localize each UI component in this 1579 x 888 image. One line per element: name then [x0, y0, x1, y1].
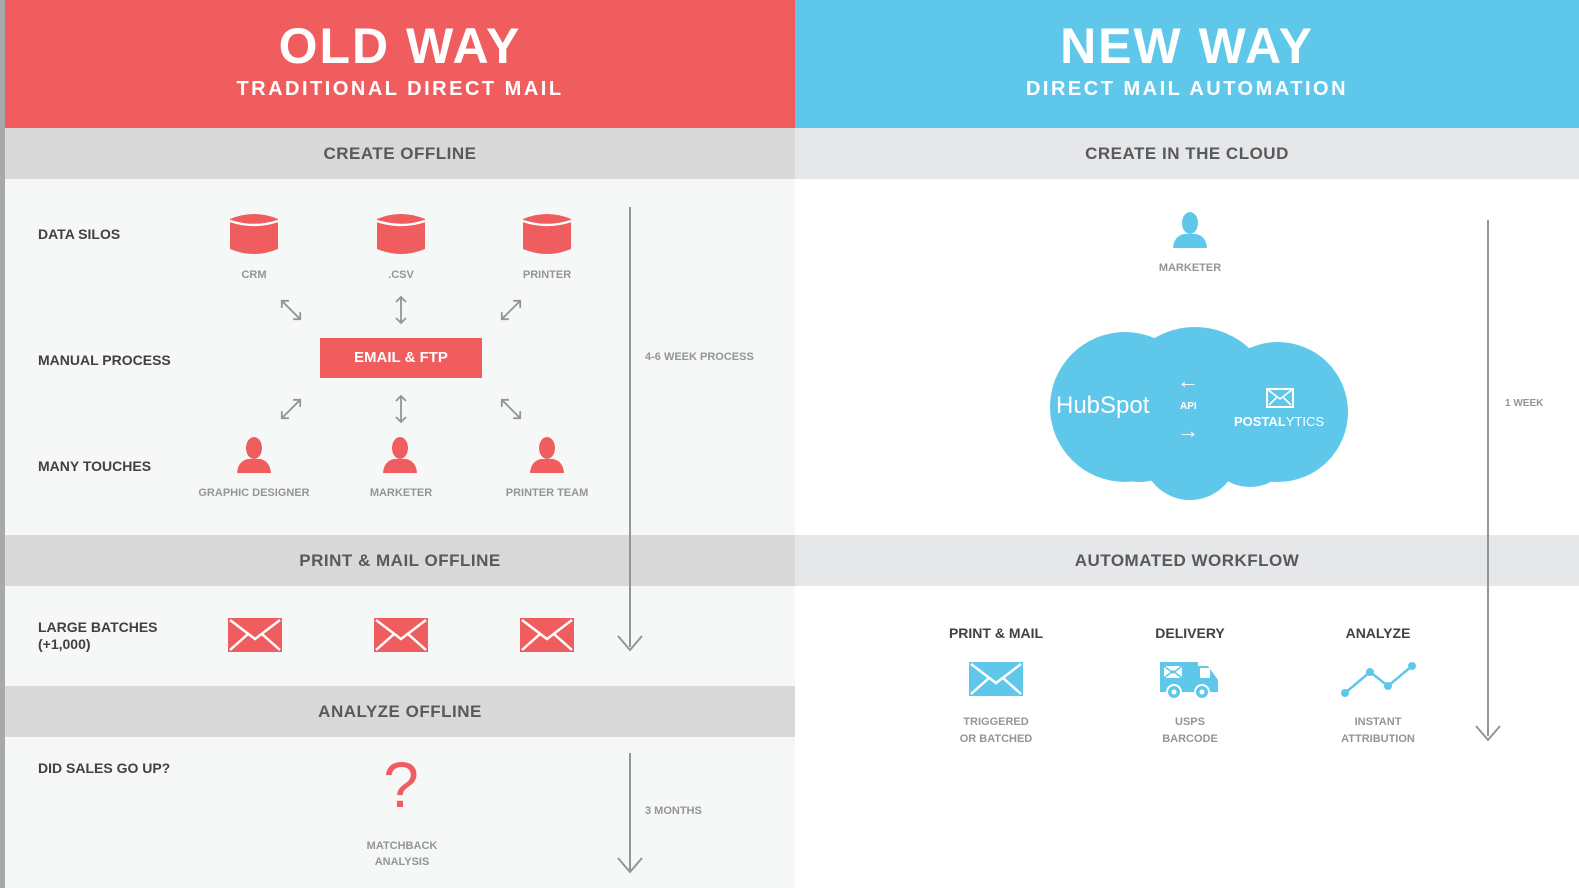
matchback-line1: MATCHBACK	[366, 840, 438, 852]
envelope-icon	[228, 618, 282, 652]
new-way-subtitle: DIRECT MAIL AUTOMATION	[1025, 78, 1349, 100]
left-edge-strip	[0, 0, 5, 888]
duration-1-week: 1 WEEK	[1505, 398, 1544, 409]
person-icon	[1170, 212, 1210, 248]
line-chart-icon	[1341, 662, 1416, 697]
old-way-title: OLD WAY	[278, 18, 522, 74]
step-print-mail-title: PRINT & MAIL	[948, 625, 1044, 641]
silo-csv: .CSV	[388, 269, 414, 281]
arrow-left-icon: ←	[1177, 368, 1199, 393]
postalytics-rest: YTICS	[1285, 414, 1325, 429]
label-did-sales-go-up: DID SALES GO UP?	[38, 760, 171, 776]
api-label: API	[1180, 401, 1197, 412]
postalytics-envelope-icon	[1266, 388, 1294, 408]
step-analyze-title: ANALYZE	[1345, 625, 1411, 641]
old-way-subtitle: TRADITIONAL DIRECT MAIL	[236, 78, 564, 100]
silo-crm: CRM	[241, 269, 267, 281]
postalytics-logo: POSTALYTICS	[1234, 414, 1324, 429]
new-way-header: NEW WAY DIRECT MAIL AUTOMATION	[795, 0, 1579, 128]
matchback-line2: ANALYSIS	[374, 856, 430, 868]
database-icon	[229, 212, 279, 256]
marketer-label: MARKETER	[1158, 262, 1222, 274]
double-arrow-icon	[386, 394, 416, 424]
band-analyze-offline: ANALYZE OFFLINE	[5, 686, 795, 737]
database-icon	[376, 212, 426, 256]
step-delivery-line2: BARCODE	[1162, 733, 1218, 745]
step-delivery-line1: USPS	[1175, 716, 1205, 728]
person-icon	[527, 437, 567, 473]
cloud-shape	[1050, 327, 1348, 500]
person-graphic-designer: GRAPHIC DESIGNER	[198, 487, 310, 499]
email-ftp-box: EMAIL & FTP	[320, 338, 482, 378]
new-way-title: NEW WAY	[1060, 18, 1314, 74]
timeline-line	[629, 207, 631, 647]
band-automated-workflow: AUTOMATED WORKFLOW	[795, 535, 1579, 586]
step-analyze-line2: ATTRIBUTION	[1341, 733, 1415, 745]
label-large-batches-count: (+1,000)	[38, 636, 91, 652]
double-arrow-icon	[386, 295, 416, 325]
envelope-icon	[374, 618, 428, 652]
timeline-line	[1487, 220, 1489, 736]
person-icon	[234, 437, 274, 473]
step-print-mail-line2: OR BATCHED	[959, 733, 1033, 745]
arrow-down-icon	[617, 857, 643, 874]
person-marketer: MARKETER	[369, 487, 433, 499]
truck-icon	[1160, 662, 1218, 700]
step-print-mail-line1: TRIGGERED	[963, 716, 1029, 728]
envelope-icon	[520, 618, 574, 652]
question-mark-icon: ?	[383, 749, 419, 821]
band-create-offline: CREATE OFFLINE	[5, 128, 795, 179]
duration-4-6-weeks: 4-6 WEEK PROCESS	[645, 351, 754, 363]
band-print-mail-offline: PRINT & MAIL OFFLINE	[5, 535, 795, 586]
arrow-down-icon	[1475, 725, 1501, 742]
person-printer-team: PRINTER TEAM	[505, 487, 589, 499]
label-manual-process: MANUAL PROCESS	[38, 352, 171, 368]
hubspot-logo: HubSpot	[1056, 392, 1150, 419]
label-data-silos: DATA SILOS	[38, 226, 121, 242]
label-large-batches: LARGE BATCHES	[38, 619, 158, 635]
database-icon	[522, 212, 572, 256]
postalytics-bold: POSTAL	[1234, 414, 1286, 429]
step-delivery-title: DELIVERY	[1155, 625, 1225, 641]
arrow-down-icon	[617, 635, 643, 652]
envelope-icon	[969, 662, 1023, 696]
timeline-line	[629, 753, 631, 871]
band-create-cloud: CREATE IN THE CLOUD	[795, 128, 1579, 179]
duration-3-months: 3 MONTHS	[645, 805, 702, 817]
step-analyze-line1: INSTANT	[1354, 716, 1402, 728]
arrow-right-icon: →	[1177, 418, 1199, 443]
label-many-touches: MANY TOUCHES	[38, 458, 152, 474]
old-way-header: OLD WAY TRADITIONAL DIRECT MAIL	[5, 0, 795, 128]
person-icon	[380, 437, 420, 473]
silo-printer: PRINTER	[522, 269, 572, 281]
